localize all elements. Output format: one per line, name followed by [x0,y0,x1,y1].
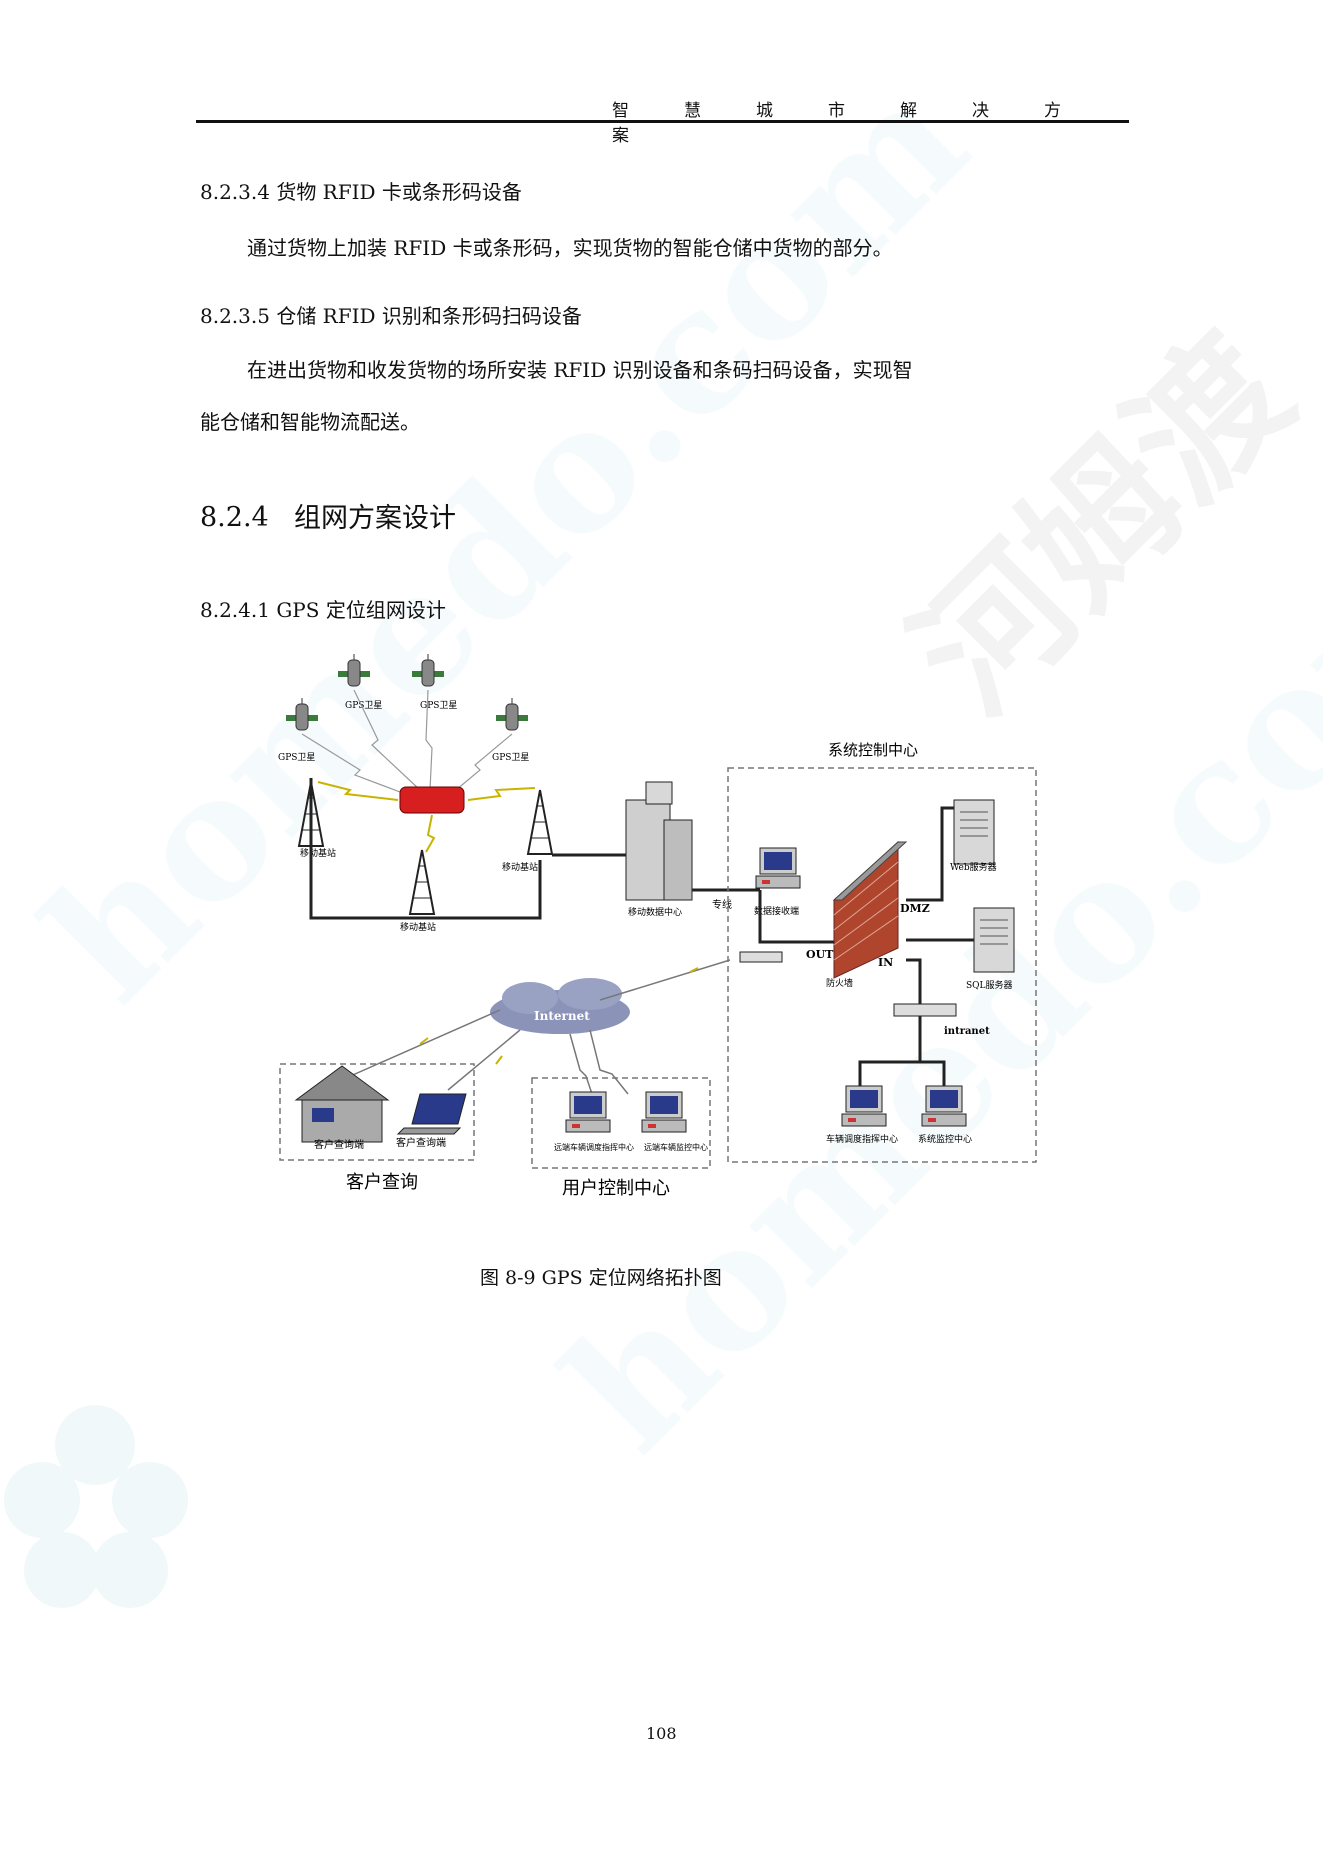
header-char: 解 [900,101,917,121]
computer-icon [755,847,801,889]
computer-icon [641,1091,687,1133]
header-char: 智 [612,101,629,121]
paragraph-8-2-3-4: 通过货物上加装 RFID 卡或条形码，实现货物的智能仓储中货物的部分。 [247,236,893,260]
intranet-label: intranet [944,1026,990,1037]
satellite-label: GPS卫星 [345,700,382,711]
base-station-icon [527,789,553,855]
leased-line-label: 专线 [712,898,732,911]
client-terminal-label: 客户查询端 [314,1138,364,1151]
vehicle-dispatch-label: 车辆调度指挥中心 [826,1133,898,1145]
running-header: 智 慧 城 市 解 决 方案 [612,96,1126,146]
satellite-icon [495,697,529,731]
server-icon [973,907,1015,973]
mobile-data-center-label: 移动数据中心 [628,906,682,918]
heading-8-2-4-1: 8.2.4.1 GPS 定位组网设计 [200,598,446,622]
firewall-icon [832,840,908,979]
base-station-label: 移动基站 [400,921,436,933]
house-icon [294,1065,390,1143]
dmz-label: DMZ [900,902,930,915]
header-rule [196,120,1129,123]
paragraph-8-2-3-5-line2: 能仓储和智能物流配送。 [200,410,420,434]
figure-caption: 图 8-9 GPS 定位网络拓扑图 [480,1267,722,1289]
heading-8-2-4-title: 组网方案设计 [294,503,456,534]
header-char: 城 [756,101,773,121]
satellite-icon [411,653,445,687]
satellite-label: GPS卫星 [492,752,529,763]
laptop-icon [396,1093,467,1135]
paragraph-8-2-3-5-line1: 在进出货物和收发货物的场所安装 RFID 识别设备和条码扫码设备，实现智 [247,358,913,382]
page-number: 108 [646,1724,677,1743]
in-label: IN [878,956,893,969]
satellite-icon [285,697,319,731]
header-char: 方 [1044,101,1061,121]
firewall-label: 防火墙 [826,977,853,989]
satellite-icon [337,653,371,687]
control-center-title: 系统控制中心 [828,741,918,759]
remote-monitor-label: 远端车辆监控中心 [644,1142,708,1152]
base-station-label: 移动基站 [300,847,336,859]
building-icon [625,781,693,901]
header-char: 慧 [684,101,701,121]
sql-server-label: SQL服务器 [966,979,1013,991]
web-server-label: Web服务器 [950,861,997,873]
internet-cloud-icon [490,978,630,1034]
out-label: OUT [806,948,834,961]
header-char: 案 [612,126,629,146]
server-icon [953,799,995,865]
data-receiver-label: 数据接收端 [754,905,799,917]
vehicle-icon [399,786,465,814]
base-station-icon [409,849,435,915]
internet-label: Internet [534,1009,590,1023]
satellite-label: GPS卫星 [278,752,315,763]
computer-icon [921,1085,967,1127]
heading-8-2-4-number: 8.2.4 [200,502,269,533]
base-station-label: 移动基站 [502,861,538,873]
client-terminal-label: 客户查询端 [396,1136,446,1149]
switch-icon [739,951,783,963]
header-char: 市 [828,101,845,121]
header-char: 决 [972,101,989,121]
heading-8-2-3-5: 8.2.3.5 仓储 RFID 识别和条形码扫码设备 [200,304,582,328]
client-query-group-label: 客户查询 [346,1172,418,1193]
satellite-label: GPS卫星 [420,700,457,711]
computer-icon [565,1091,611,1133]
remote-dispatch-label: 远端车辆调度指挥中心 [554,1142,634,1152]
computer-icon [841,1085,887,1127]
user-control-center-label: 用户控制中心 [562,1178,670,1199]
switch-icon [893,1003,957,1017]
system-monitor-label: 系统监控中心 [918,1133,972,1145]
heading-8-2-3-4: 8.2.3.4 货物 RFID 卡或条形码设备 [200,180,522,204]
